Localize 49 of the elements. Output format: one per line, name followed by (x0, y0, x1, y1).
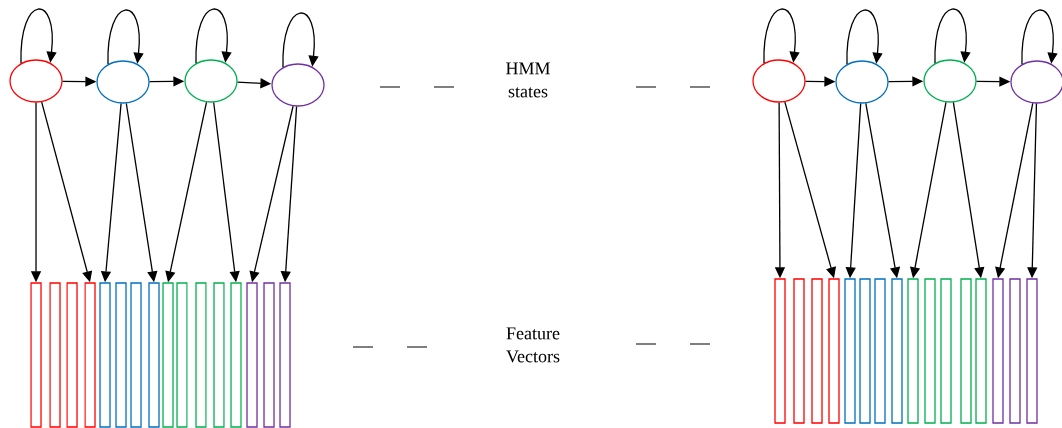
feature-vector-bar (924, 278, 936, 424)
state-circle (271, 63, 325, 107)
feature-vector-bar (84, 282, 96, 428)
feature-vector-bar (66, 282, 78, 428)
label: Feature Vectors (506, 327, 560, 363)
feature-vector-bar (828, 278, 840, 424)
feature-vector-bar (844, 278, 856, 424)
arrow (282, 12, 319, 68)
feature-vector-bar (1009, 278, 1021, 424)
state-circle (752, 59, 806, 103)
arrow (763, 8, 800, 64)
feature-vector-bar (99, 282, 111, 428)
feature-vector-bar (940, 278, 952, 424)
arrow (1021, 9, 1058, 65)
feature-vector-bar (992, 278, 1004, 424)
state-circle (96, 60, 150, 104)
feature-vector-bar (1026, 278, 1038, 424)
arrow (20, 8, 57, 64)
arrow (195, 8, 232, 64)
feature-vector-bar (162, 282, 174, 428)
state-circle (9, 59, 63, 103)
arrow (846, 9, 883, 65)
feature-vector-bar (195, 282, 207, 428)
feature-vector-bar (874, 278, 886, 424)
feature-vector-bar (213, 282, 225, 428)
feature-vector-bar (148, 282, 160, 428)
state-circle (184, 59, 238, 103)
feature-vector-bar (960, 278, 972, 424)
feature-vector-bar (774, 278, 786, 424)
feature-vector-bar (793, 278, 805, 424)
feature-vector-bar (130, 282, 142, 428)
feature-vector-bar (263, 282, 275, 428)
feature-vector-bar (30, 282, 42, 428)
arrow (934, 8, 971, 64)
feature-vector-bar (975, 278, 987, 424)
feature-vector-bar (176, 282, 188, 428)
arrow (107, 9, 144, 65)
feature-vector-bar (907, 278, 919, 424)
label: HMM states (506, 62, 550, 98)
feature-vector-bar (279, 282, 291, 428)
feature-vector-bar (230, 282, 242, 428)
feature-vector-bar (859, 278, 871, 424)
feature-vector-bar (891, 278, 903, 424)
feature-vector-bar (811, 278, 823, 424)
feature-vector-bar (246, 282, 258, 428)
feature-vector-bar (115, 282, 127, 428)
state-circle (835, 60, 889, 104)
feature-vector-bar (49, 282, 61, 428)
state-circle (923, 59, 977, 103)
